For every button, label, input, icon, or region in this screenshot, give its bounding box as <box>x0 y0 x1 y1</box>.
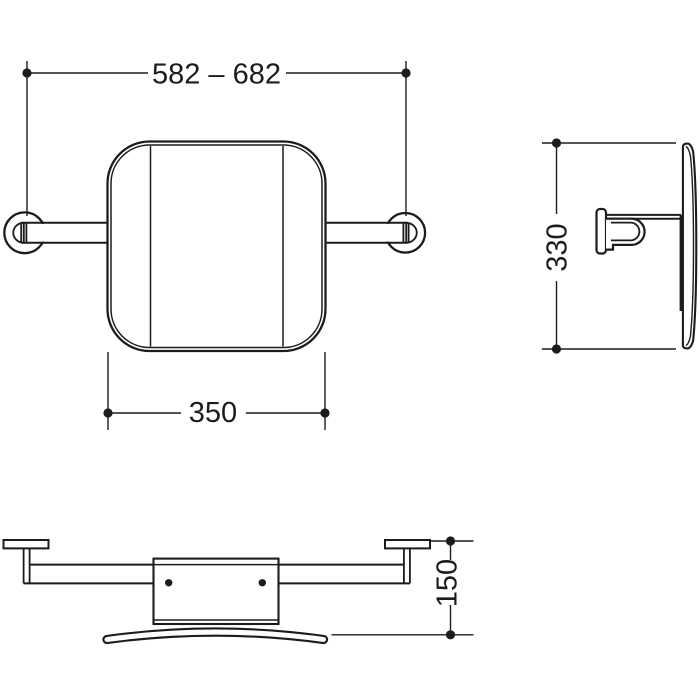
wall-flange-right-plan <box>384 539 431 584</box>
dim-depth <box>331 536 474 640</box>
dimension-dot <box>401 68 411 78</box>
dimension-dot <box>22 68 32 78</box>
screw-dot <box>165 579 173 587</box>
dimension-dot <box>320 408 330 418</box>
dim-depth-label: 150 <box>432 559 464 607</box>
dimension-dot <box>551 138 562 148</box>
mounting-plate-plan <box>152 557 280 626</box>
dim-width-range <box>22 61 411 216</box>
dim-pad-width-label: 350 <box>189 397 237 429</box>
side-view: 330 <box>542 138 698 354</box>
dim-height-label: 330 <box>542 223 574 271</box>
wall-flange-side <box>595 207 608 255</box>
backrest-pad-plan <box>102 627 329 645</box>
dim-width-range-label: 582 – 682 <box>152 59 281 91</box>
rail-end-cap-left <box>12 221 28 244</box>
mounting-rail <box>21 221 408 244</box>
backrest-pad-side <box>681 142 698 350</box>
dimension-dot <box>103 408 113 418</box>
mounting-rail-plan <box>23 563 410 585</box>
dimension-dot <box>551 344 562 354</box>
plan-view: 150 <box>2 536 474 645</box>
dimension-dot <box>445 536 456 546</box>
backrest-pad-front <box>106 140 327 353</box>
dimension-dot <box>445 630 456 640</box>
screw-dot <box>258 579 266 587</box>
front-view: 582 – 682 350 <box>3 59 427 430</box>
dim-height <box>542 138 676 354</box>
rail-body-right <box>325 223 408 242</box>
rail-end-cap-right <box>402 221 418 244</box>
rail-clamp-side <box>606 217 646 251</box>
dim-pad-width <box>103 352 330 430</box>
wall-flange-left-plan <box>2 539 50 584</box>
rail-body-left <box>23 223 108 242</box>
pad-mounting-bar <box>679 215 683 311</box>
